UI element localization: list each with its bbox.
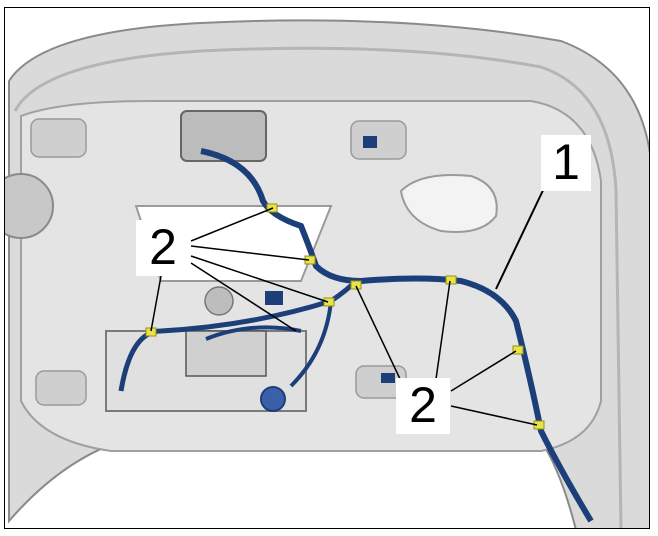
clip — [512, 345, 524, 355]
clip — [323, 297, 335, 307]
diagram-frame — [4, 7, 650, 529]
wiring-harness-branch-left — [118, 279, 358, 392]
leader-line-2a — [190, 207, 274, 242]
leader-line-2b — [450, 350, 517, 392]
connector-right-pocket — [363, 136, 377, 148]
speaker-grille — [204, 286, 234, 316]
leader-line-2a — [190, 255, 329, 303]
pocket-lower-left — [35, 370, 87, 406]
leader-line-2a — [190, 262, 297, 332]
trunk-lid-illustration — [5, 19, 649, 528]
control-unit — [185, 330, 267, 377]
leader-line-2b — [435, 280, 451, 380]
right-cutout — [399, 174, 498, 233]
leader-line-2b — [355, 285, 402, 382]
leader-line-2b — [450, 405, 538, 426]
callout-label-1: 1 — [541, 135, 591, 191]
callout-label-2-upper: 2 — [136, 220, 190, 276]
left-round-hole — [5, 173, 54, 239]
leader-line-1 — [495, 183, 547, 290]
callout-label-2-lower: 2 — [396, 378, 450, 434]
wiring-harness-branch-center — [205, 325, 302, 341]
grommet — [260, 386, 286, 412]
connector-upper-left — [265, 291, 283, 305]
clip — [350, 280, 362, 290]
pocket-upper-left — [30, 118, 87, 158]
connector-lower-right — [381, 373, 395, 383]
leader-line-2a — [190, 245, 310, 261]
lid-inner-rim — [13, 46, 623, 528]
latch-housing — [180, 110, 267, 162]
clip — [445, 275, 457, 285]
leader-line-2a — [150, 275, 162, 332]
pocket-upper-right — [350, 120, 407, 160]
wiring-harness-branch-down — [289, 300, 333, 388]
